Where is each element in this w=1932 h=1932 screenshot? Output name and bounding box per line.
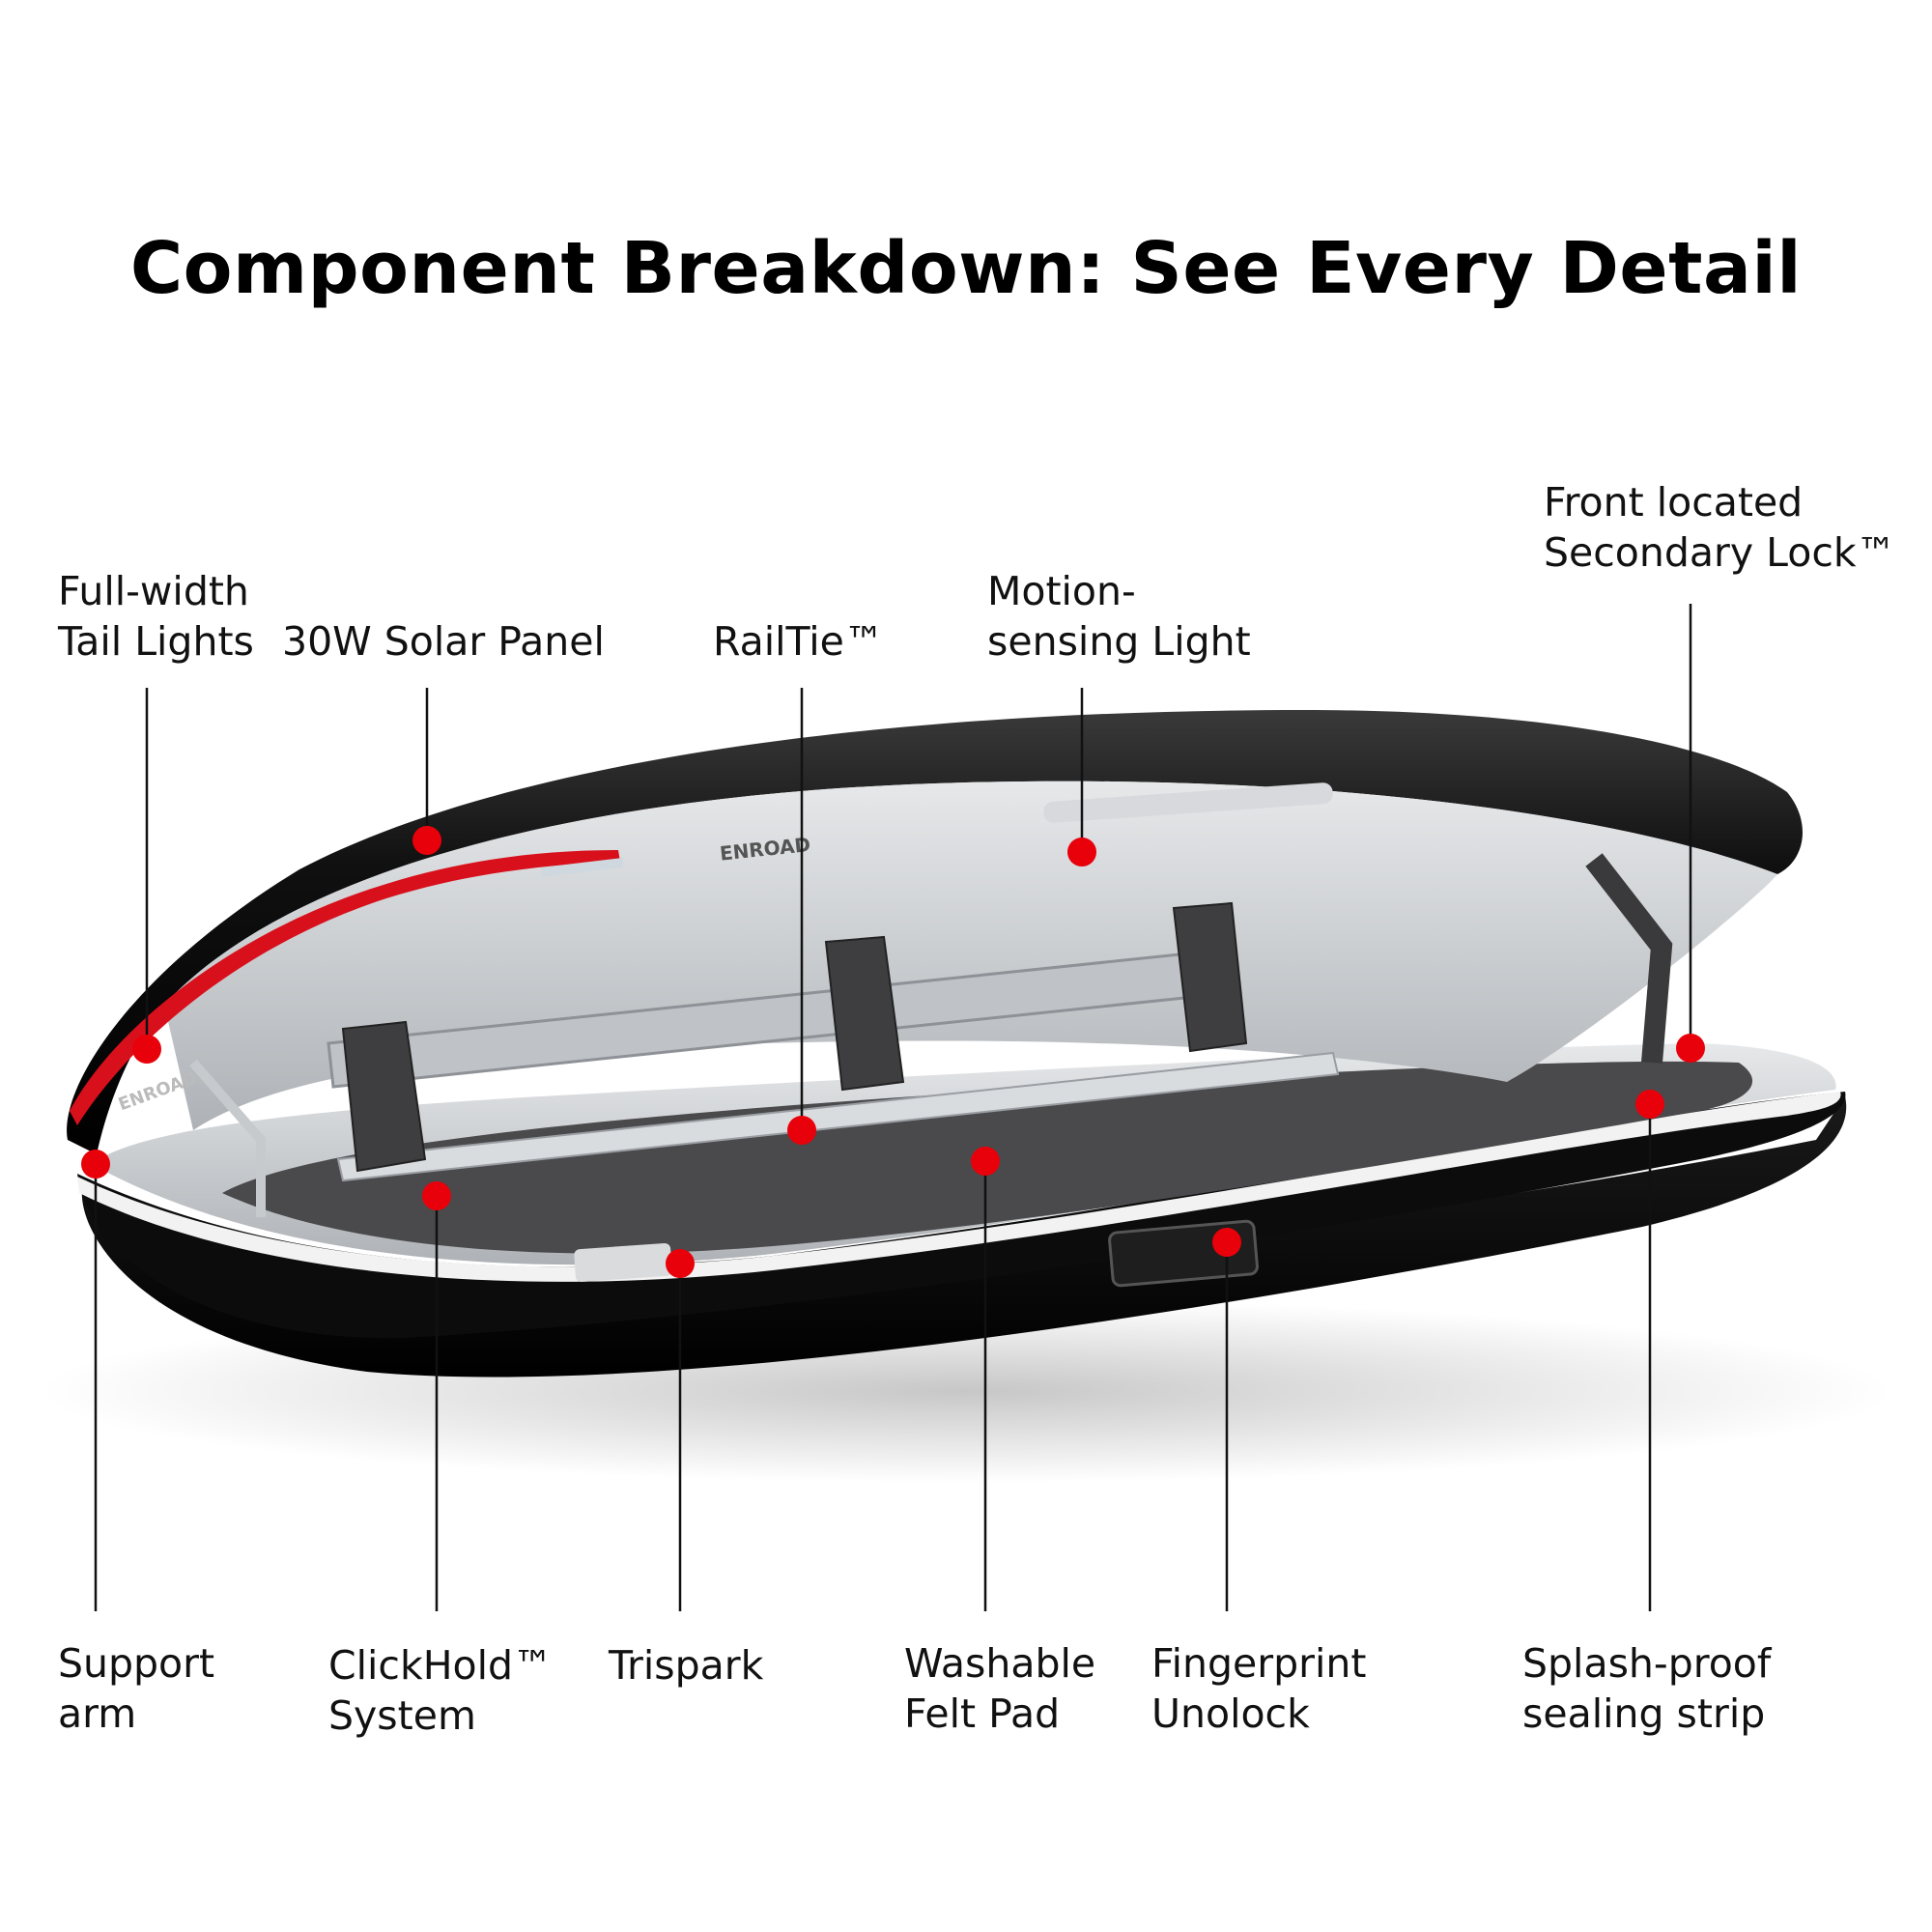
label-trispark: Trispark bbox=[609, 1642, 764, 1689]
lid-shell bbox=[67, 710, 1804, 1154]
rail-clamps bbox=[341, 901, 1248, 1173]
label-solar-panel: 30W Solar Panel bbox=[282, 618, 605, 665]
marker-tail-lights bbox=[132, 1035, 161, 1064]
motion-light-bar bbox=[1043, 782, 1333, 823]
lower-rail bbox=[336, 1051, 1340, 1182]
marker-sealing-strip bbox=[1635, 1090, 1664, 1119]
support-arm-left bbox=[189, 1059, 266, 1217]
tail-light-strip bbox=[70, 850, 620, 1125]
page-title: Component Breakdown: See Every Detail bbox=[129, 227, 1803, 310]
leader-lines bbox=[94, 604, 1692, 1611]
label-motion-light: Motion-sensing Light bbox=[987, 568, 1251, 665]
label-railtie: RailTie™ bbox=[713, 618, 884, 665]
marker-solar-panel bbox=[412, 826, 441, 855]
marker-trispark bbox=[666, 1249, 695, 1278]
marker-clickhold bbox=[422, 1181, 451, 1210]
marker-railtie bbox=[787, 1116, 816, 1145]
base-shell bbox=[81, 1096, 1847, 1378]
tail-logo: ENROAD bbox=[116, 1068, 200, 1116]
callout-markers bbox=[81, 826, 1705, 1278]
marker-felt-pad bbox=[971, 1147, 1000, 1176]
marker-motion-light bbox=[1067, 838, 1096, 867]
marker-support-arm bbox=[81, 1150, 110, 1179]
trispark-tray bbox=[574, 1242, 672, 1283]
solar-panel-strip bbox=[541, 858, 623, 877]
marker-fingerprint bbox=[1212, 1228, 1241, 1257]
sealing-rim bbox=[77, 1092, 1841, 1282]
support-arm-right bbox=[1585, 853, 1673, 1064]
marker-secondary-lock bbox=[1676, 1034, 1705, 1063]
